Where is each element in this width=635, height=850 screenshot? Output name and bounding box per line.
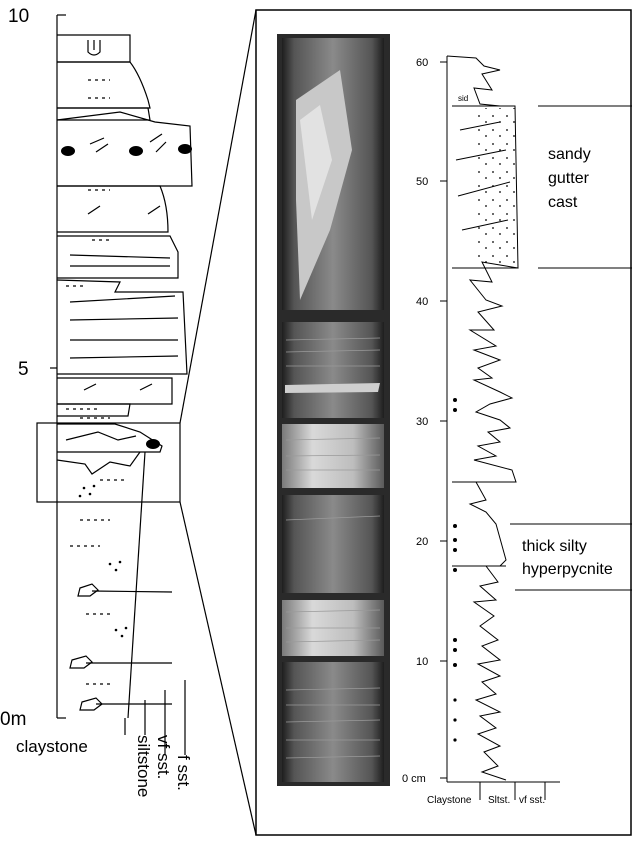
concretion-symbols (61, 144, 192, 449)
bed-5 (57, 185, 169, 233)
annotation-brackets (510, 105, 632, 591)
zoom-interval-box (36, 422, 181, 503)
sand-dots (78, 484, 128, 638)
left-grain-f-sst: f sst. (174, 755, 193, 791)
annotation-thick-silty: thick silty (522, 538, 587, 555)
core-panel-frame (255, 9, 632, 836)
core-photo (277, 34, 390, 786)
right-tick-20: 20 (416, 536, 428, 548)
bed-4 (56, 111, 193, 187)
right-tick-60: 60 (416, 57, 428, 69)
bed-2 (57, 61, 151, 109)
silt-laminae (66, 79, 124, 685)
bed-11-base (56, 451, 141, 475)
bed-8 (57, 377, 173, 405)
sandy-gutter-cast-fill (475, 108, 517, 266)
zoom-connector-bottom (179, 501, 257, 836)
annotation-gutter: gutter (548, 170, 590, 187)
zoom-connector-top (179, 9, 257, 424)
left-column (36, 9, 257, 836)
right-tick-50: 50 (416, 176, 428, 188)
sid-label: sid (458, 94, 468, 103)
right-grain-sltst: Sltst. (488, 795, 510, 806)
left-tick-5: 5 (18, 359, 29, 380)
right-tick-30: 30 (416, 416, 428, 428)
left-tick-0: 0m (0, 709, 26, 730)
right-log-symbols (453, 398, 457, 742)
left-grain-claystone: claystone (16, 737, 88, 756)
bed-7 (56, 279, 188, 375)
bed-10 (57, 423, 163, 453)
left-grain-vf-sst: vf sst. (154, 735, 173, 779)
left-tick-10: 10 (8, 6, 29, 27)
right-tick-0: 0 cm (402, 773, 426, 785)
right-tick-10: 10 (416, 656, 428, 668)
bed-9 (57, 403, 131, 417)
right-grain-claystone: Claystone (427, 795, 472, 806)
annotation-cast: cast (548, 194, 578, 211)
right-tick-40: 40 (416, 296, 428, 308)
right-grain-vf-sst: vf sst. (519, 795, 545, 806)
annotation-sandy: sandy (548, 146, 591, 163)
left-grain-siltstone: siltstone (134, 735, 153, 797)
bed-3 (57, 107, 151, 121)
annotation-hyperpycnite: hyperpycnite (522, 561, 613, 578)
bed-6 (57, 235, 179, 279)
